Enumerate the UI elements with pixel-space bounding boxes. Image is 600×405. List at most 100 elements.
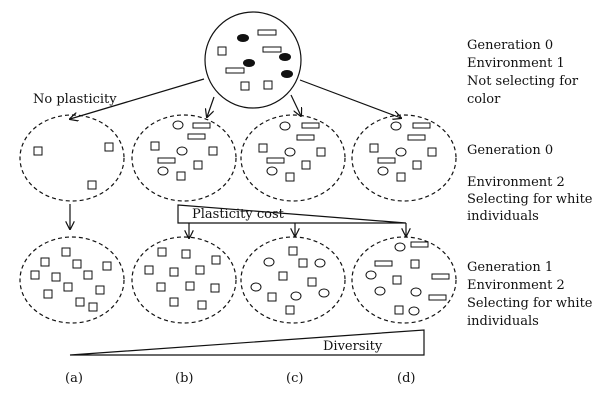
square-individual bbox=[43, 289, 53, 299]
square-individual bbox=[240, 81, 250, 91]
mid-label-line2: Environment 2 bbox=[467, 175, 565, 190]
square-individual bbox=[30, 270, 40, 280]
elongated-individual bbox=[301, 122, 320, 129]
square-individual bbox=[169, 297, 179, 307]
oval-individual bbox=[279, 121, 291, 131]
elongated-individual bbox=[266, 157, 285, 164]
oval-individual bbox=[318, 288, 330, 298]
population-bottom-a bbox=[19, 236, 125, 324]
square-individual bbox=[176, 171, 186, 181]
square-individual bbox=[392, 275, 402, 285]
arrow-to-b bbox=[207, 96, 215, 117]
population-circle bbox=[351, 114, 457, 202]
oval-individual bbox=[172, 120, 184, 130]
square-individual bbox=[258, 143, 268, 153]
population-bottom-d bbox=[351, 236, 457, 324]
elongated-individual bbox=[407, 134, 426, 141]
oval-individual bbox=[410, 287, 422, 297]
no-plasticity-label: No plasticity bbox=[33, 92, 117, 107]
elongated-individual bbox=[374, 260, 393, 267]
square-individual bbox=[33, 146, 43, 156]
square-individual bbox=[150, 141, 160, 151]
square-individual bbox=[288, 246, 298, 256]
population-top bbox=[204, 11, 302, 109]
population-mid-b bbox=[131, 114, 237, 202]
square-individual bbox=[396, 172, 406, 182]
population-circle bbox=[131, 236, 237, 324]
column-label-d: (d) bbox=[397, 371, 416, 386]
square-individual bbox=[102, 261, 112, 271]
bottom-label-line3: Selecting for white bbox=[467, 296, 593, 311]
oval-individual bbox=[290, 291, 302, 301]
bottom-label-line2: Environment 2 bbox=[467, 278, 565, 293]
square-individual bbox=[83, 270, 93, 280]
oval-individual bbox=[377, 166, 389, 176]
population-circle-top bbox=[204, 11, 302, 109]
mid-label-line1: Generation 0 bbox=[467, 143, 554, 158]
elongated-individual bbox=[377, 157, 396, 164]
square-individual bbox=[217, 46, 227, 56]
mid-label-line4: individuals bbox=[467, 209, 539, 224]
square-individual bbox=[369, 143, 379, 153]
oval-individual bbox=[250, 282, 262, 292]
oval-individual bbox=[394, 242, 406, 252]
black-individual bbox=[281, 70, 293, 78]
square-individual bbox=[51, 272, 61, 282]
top-label-line4: color bbox=[467, 92, 501, 107]
square-individual bbox=[298, 258, 308, 268]
elongated-individual bbox=[296, 134, 315, 141]
plasticity-cost-label: Plasticity cost bbox=[192, 207, 284, 222]
oval-individual bbox=[314, 258, 326, 268]
square-individual bbox=[88, 302, 98, 312]
elongated-individual bbox=[225, 67, 245, 74]
square-individual bbox=[285, 305, 295, 315]
square-individual bbox=[156, 282, 166, 292]
mid-label-line3: Selecting for white bbox=[467, 192, 593, 207]
elongated-individual bbox=[431, 273, 450, 280]
elongated-individual bbox=[157, 157, 176, 164]
square-individual bbox=[427, 147, 437, 157]
population-circle bbox=[131, 114, 237, 202]
square-individual bbox=[208, 146, 218, 156]
square-individual bbox=[210, 283, 220, 293]
arrow-to-d bbox=[299, 79, 401, 118]
square-individual bbox=[285, 172, 295, 182]
oval-individual bbox=[263, 257, 275, 267]
population-bottom-b bbox=[131, 236, 237, 324]
elongated-individual bbox=[192, 122, 211, 129]
top-label-line3: Not selecting for bbox=[467, 74, 579, 89]
population-circle bbox=[351, 236, 457, 324]
square-individual bbox=[267, 292, 277, 302]
oval-individual bbox=[408, 306, 420, 316]
square-individual bbox=[40, 257, 50, 267]
square-individual bbox=[412, 160, 422, 170]
oval-individual bbox=[157, 166, 169, 176]
column-label-c: (c) bbox=[286, 371, 304, 386]
square-individual bbox=[301, 160, 311, 170]
population-mid-a bbox=[19, 114, 125, 202]
bottom-label-line1: Generation 1 bbox=[467, 260, 554, 275]
square-individual bbox=[63, 282, 73, 292]
plasticity-cost-wedge bbox=[177, 204, 407, 224]
diversity-wedge bbox=[69, 329, 425, 356]
oval-individual bbox=[390, 121, 402, 131]
square-individual bbox=[197, 300, 207, 310]
square-individual bbox=[316, 147, 326, 157]
square-individual bbox=[169, 267, 179, 277]
top-label-line1: Generation 0 bbox=[467, 38, 554, 53]
arrow-to-a bbox=[70, 78, 205, 119]
elongated-individual bbox=[257, 29, 277, 36]
square-individual bbox=[185, 281, 195, 291]
oval-individual bbox=[365, 270, 377, 280]
oval-individual bbox=[374, 286, 386, 296]
square-individual bbox=[157, 247, 167, 257]
square-individual bbox=[195, 265, 205, 275]
square-individual bbox=[75, 297, 85, 307]
bottom-label-line4: individuals bbox=[467, 314, 539, 329]
column-label-a: (a) bbox=[65, 371, 83, 386]
square-individual bbox=[95, 285, 105, 295]
population-circle bbox=[240, 236, 346, 324]
oval-individual bbox=[284, 147, 296, 157]
oval-individual bbox=[176, 146, 188, 156]
